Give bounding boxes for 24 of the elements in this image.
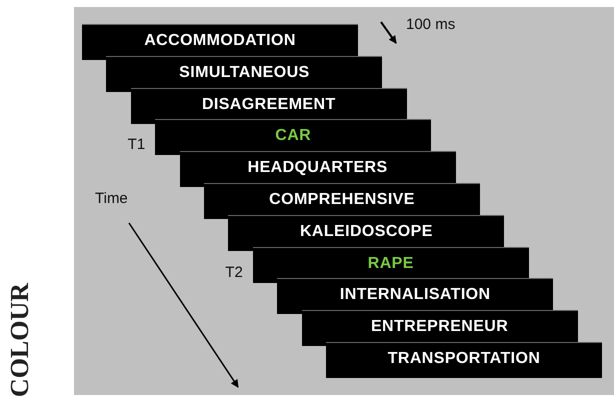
word-text: KALEIDOSCOPE xyxy=(300,222,433,241)
word-text: HEADQUARTERS xyxy=(248,158,388,178)
word-text: COMPREHENSIVE xyxy=(269,190,415,209)
duration-label: 100 ms xyxy=(406,16,456,34)
word-card xyxy=(326,342,602,378)
word-text: TRANSPORTATION xyxy=(388,349,540,368)
word-text: ENTREPRENEUR xyxy=(370,317,508,336)
word-text: SIMULTANEOUS xyxy=(179,62,310,82)
word-text: INTERNALISATION xyxy=(340,285,490,304)
word-text: DISAGREEMENT xyxy=(202,94,336,114)
word-card xyxy=(204,183,480,219)
condition-label: COLOUR xyxy=(5,282,35,398)
word-card xyxy=(228,214,504,251)
word-card xyxy=(82,24,358,60)
target-label: T1 xyxy=(128,136,146,154)
word-card xyxy=(277,278,554,314)
word-text: CAR xyxy=(275,126,312,146)
target-label: T2 xyxy=(225,264,243,282)
word-card xyxy=(106,56,382,92)
word-card xyxy=(302,310,578,346)
word-text: RAPE xyxy=(368,254,414,273)
word-card xyxy=(180,151,456,188)
word-text: ACCOMMODATION xyxy=(144,31,296,50)
time-label: Time xyxy=(95,190,128,208)
